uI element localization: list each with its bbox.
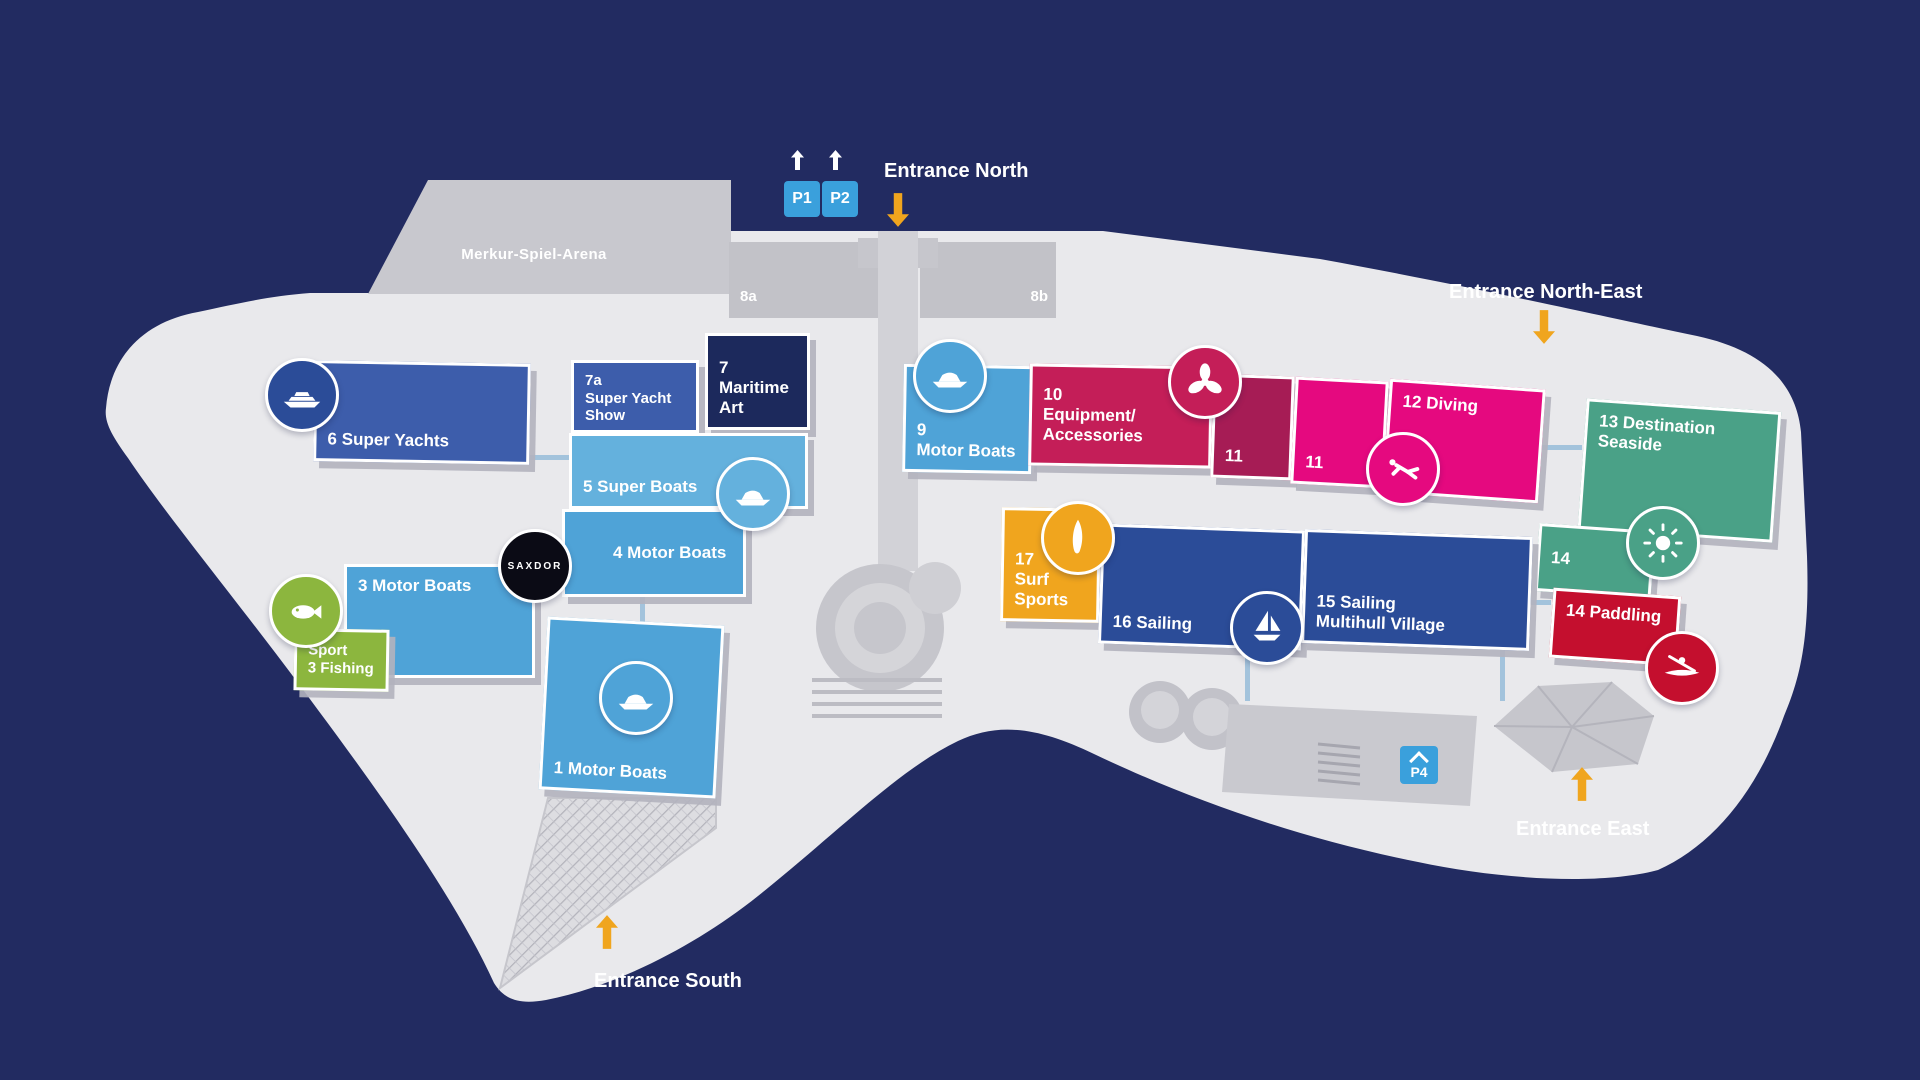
sun-icon xyxy=(1626,506,1700,580)
hall-6-label: 6 Super Yachts xyxy=(327,429,450,451)
hall-14-paddling-label: 14 Paddling xyxy=(1565,600,1662,627)
parking-p4: P4 xyxy=(1400,746,1438,784)
parking-p1: P1 xyxy=(784,181,820,217)
entrance-north-label: Entrance North xyxy=(884,160,1029,182)
arena-label: Merkur-Spiel-Arena xyxy=(461,246,607,263)
parking-p4-label: P4 xyxy=(1410,763,1428,780)
entrance-north-arrow-icon xyxy=(887,192,909,233)
hall-10-label: 10 Equipment/ Accessories xyxy=(1042,384,1144,446)
hall-5-label: 5 Super Boats xyxy=(583,476,698,496)
hall-1-label: 1 Motor Boats xyxy=(553,757,668,783)
parking-p2-label: P2 xyxy=(830,190,850,207)
entrance-south-arrow-icon xyxy=(596,914,618,955)
entrance-east-label: Entrance East xyxy=(1516,818,1650,840)
parking-p2: P2 xyxy=(822,181,858,217)
entrance-east-arrow-icon xyxy=(1571,766,1593,807)
hall-13-label: 13 Destination Seaside xyxy=(1597,411,1716,455)
connector-hall15-hall14 xyxy=(1531,600,1551,605)
parking-p2-arrow-icon xyxy=(829,148,842,177)
motor-boat-icon xyxy=(599,661,673,735)
hall-15-sailing-multihull[interactable]: 15 Sailing Multihull Village xyxy=(1301,529,1533,651)
entrance-south-label: Entrance South xyxy=(594,970,742,992)
propeller-icon xyxy=(1168,345,1242,419)
hall-7a-label: 7a Super Yacht Show xyxy=(585,372,672,425)
hall-14-label: 14 xyxy=(1550,547,1571,569)
hall-7-maritime-art[interactable]: 7 Maritime Art xyxy=(705,333,810,430)
motor-boat-icon xyxy=(913,339,987,413)
connector-hall6-hall7a xyxy=(530,455,571,460)
fish-icon xyxy=(269,574,343,648)
entrance-north-east-label: Entrance North-East xyxy=(1449,281,1643,303)
hall-16-label: 16 Sailing xyxy=(1112,611,1193,634)
saxdor-logo: SAXDOR xyxy=(498,529,572,603)
hall-12-label: 12 Diving xyxy=(1401,391,1479,416)
saxdor-logo-text: SAXDOR xyxy=(507,560,563,572)
hall-7-label: 7 Maritime Art xyxy=(719,357,789,417)
hall-6-super-yachts[interactable]: 6 Super Yachts xyxy=(313,360,531,465)
kayak-icon xyxy=(1645,631,1719,705)
parking-p1-arrow-icon xyxy=(791,148,804,177)
central-tower-core xyxy=(854,602,906,654)
hall-15-label: 15 Sailing Multihull Village xyxy=(1315,591,1446,635)
hall-7a-super-yacht-show[interactable]: 7a Super Yacht Show xyxy=(571,360,699,433)
hall-11-west-label: 11 xyxy=(1224,446,1244,466)
connector-hall12-hall13 xyxy=(1542,445,1582,450)
entrance-north-east-arrow-icon xyxy=(1533,309,1555,350)
arena-building xyxy=(368,180,731,294)
connector-hall4-hall1 xyxy=(640,597,645,623)
hall-3-fishing-label: Sport 3 Fishing xyxy=(307,641,374,678)
parking-p1-label: P1 xyxy=(792,190,812,207)
surfboard-icon xyxy=(1041,501,1115,575)
hall-8b xyxy=(920,242,1056,318)
hall-8a-label: 8a xyxy=(740,288,757,305)
east-pavilion-ribs xyxy=(1493,681,1655,773)
hall-4-label: 4 Motor Boats xyxy=(613,542,727,562)
sailboat-icon xyxy=(1230,591,1304,665)
dock-steps xyxy=(812,678,942,718)
hall-4-motor-boats[interactable]: 4 Motor Boats xyxy=(562,509,746,597)
hall-9-label: 9 Motor Boats xyxy=(916,420,1016,461)
hall-3-label: 3 Motor Boats xyxy=(358,576,472,595)
connector-hall15-dock xyxy=(1500,645,1505,701)
side-cylinder xyxy=(909,562,961,614)
hall-11-east-label: 11 xyxy=(1304,452,1324,473)
super-yacht-icon xyxy=(265,358,339,432)
tank-cylinder-1-top xyxy=(1141,691,1179,729)
diver-icon xyxy=(1366,432,1440,506)
connector-hall16-dock xyxy=(1245,645,1250,701)
east-stairs xyxy=(1317,742,1361,786)
tank-cylinder-2-top xyxy=(1193,698,1231,736)
hall-8b-label: 8b xyxy=(1030,288,1048,305)
motor-boat-icon xyxy=(716,457,790,531)
outdoor-hatched-area xyxy=(498,797,717,991)
